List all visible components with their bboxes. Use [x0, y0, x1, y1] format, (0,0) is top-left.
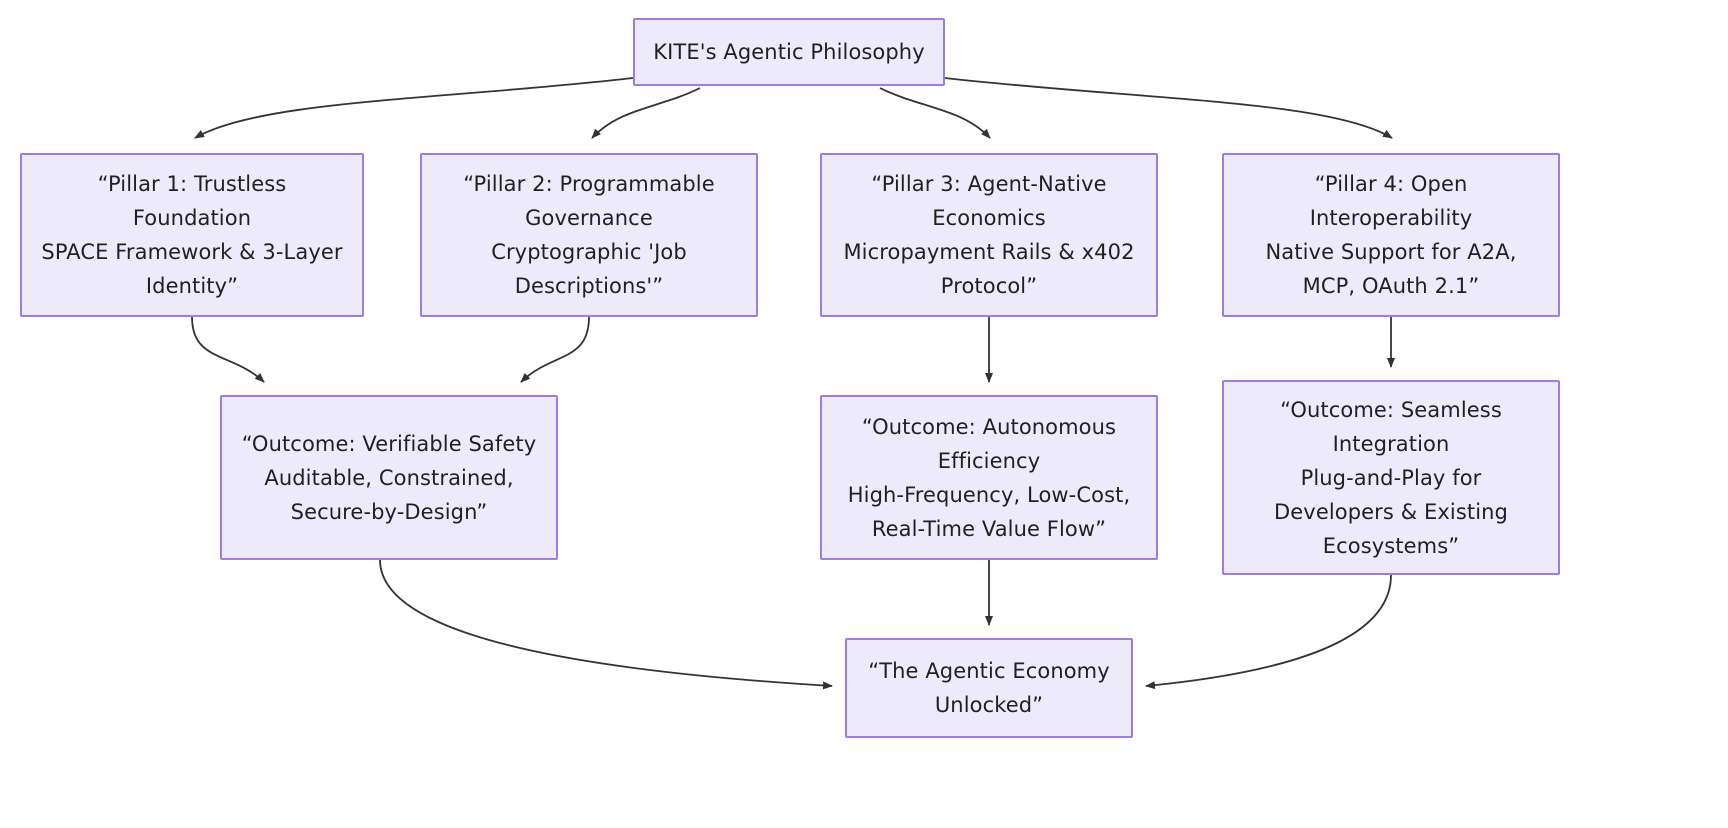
node-label: “Pillar 4: Open Interoperability Native …	[1265, 172, 1517, 298]
node-label: “Pillar 3: Agent-Native Economics Microp…	[843, 172, 1135, 298]
node-the-agentic-economy-unlocked[interactable]: “The Agentic Economy Unlocked”	[845, 638, 1133, 738]
edge-pillar2-to-outcome1	[520, 316, 590, 383]
node-label: “Pillar 2: Programmable Governance Crypt…	[463, 172, 715, 298]
node-label: “Outcome: Verifiable Safety Auditable, C…	[241, 431, 537, 524]
edge-root-to-pillar2	[591, 87, 701, 139]
edge-root-to-pillar4	[944, 77, 1393, 139]
edge-pillar1-to-outcome1	[191, 316, 265, 383]
node-pillar-2-programmable-governance[interactable]: “Pillar 2: Programmable Governance Crypt…	[420, 153, 758, 317]
node-pillar-4-open-interoperability[interactable]: “Pillar 4: Open Interoperability Native …	[1222, 153, 1560, 317]
node-label: “Outcome: Seamless Integration Plug-and-…	[1274, 397, 1508, 558]
node-pillar-1-trustless-foundation[interactable]: “Pillar 1: Trustless Foundation SPACE Fr…	[20, 153, 364, 317]
node-pillar-3-agent-native-economics[interactable]: “Pillar 3: Agent-Native Economics Microp…	[820, 153, 1158, 317]
node-label: “Pillar 1: Trustless Foundation SPACE Fr…	[41, 172, 343, 298]
edge-outcome3-to-final	[1145, 574, 1392, 690]
node-outcome-verifiable-safety[interactable]: “Outcome: Verifiable Safety Auditable, C…	[220, 395, 558, 560]
edge-outcome1-to-final	[379, 559, 833, 690]
edge-root-to-pillar3	[879, 87, 991, 139]
node-label: “The Agentic Economy Unlocked”	[868, 659, 1110, 717]
edge-root-to-pillar1	[194, 77, 634, 139]
node-outcome-autonomous-efficiency[interactable]: “Outcome: Autonomous Efficiency High-Fre…	[820, 395, 1158, 560]
node-outcome-seamless-integration[interactable]: “Outcome: Seamless Integration Plug-and-…	[1222, 380, 1560, 575]
node-label: “Outcome: Autonomous Efficiency High-Fre…	[847, 414, 1131, 541]
node-kites-agentic-philosophy[interactable]: KITE's Agentic Philosophy	[633, 18, 945, 86]
node-label: KITE's Agentic Philosophy	[653, 40, 925, 64]
